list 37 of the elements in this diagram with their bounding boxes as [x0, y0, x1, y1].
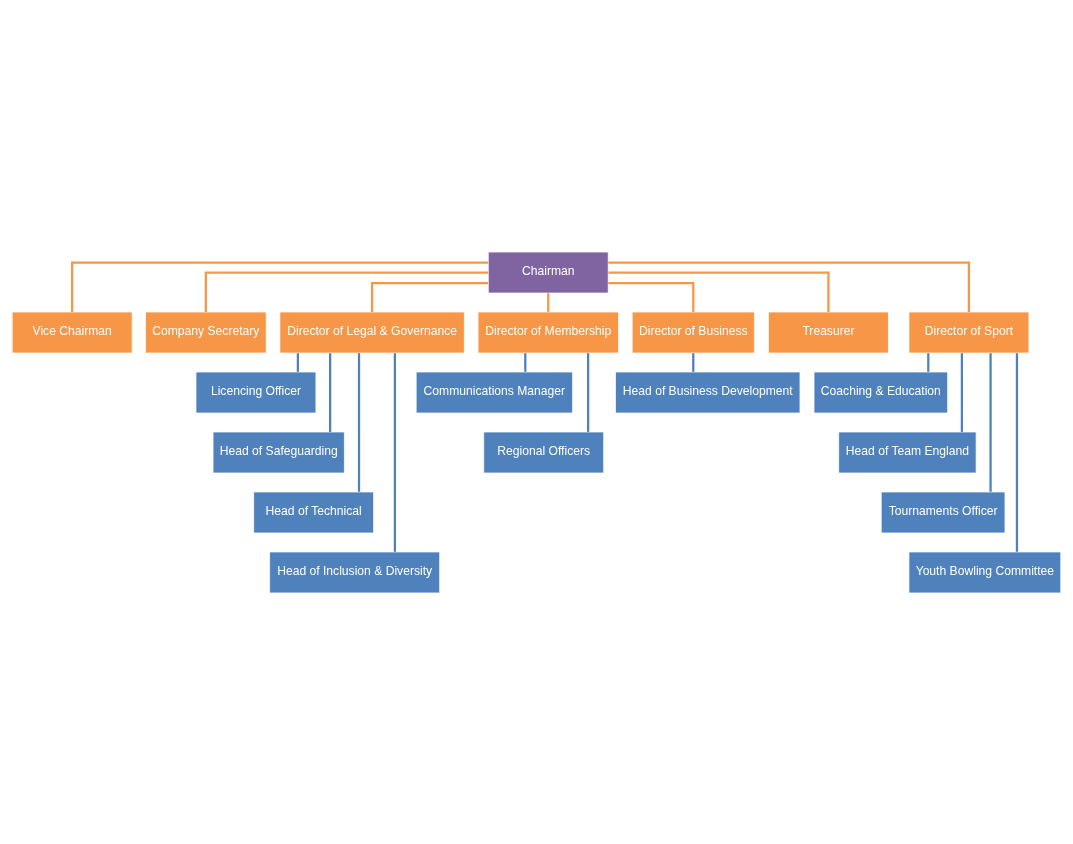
connector	[587, 352, 590, 432]
node-box: Company Secretary	[145, 311, 267, 353]
connector	[296, 352, 300, 372]
node-box: Head of Technical	[253, 491, 374, 533]
connector	[608, 281, 695, 312]
node-box: Treasurer	[768, 311, 889, 353]
connector	[370, 281, 489, 312]
node-box: Director of Business	[631, 311, 755, 353]
node-box: Head of Inclusion & Diversity	[269, 551, 441, 593]
node-box: Chairman	[487, 251, 609, 293]
node-box: Licencing Officer	[195, 371, 317, 413]
node-box: Director of Membership	[477, 311, 619, 353]
connector	[204, 270, 489, 312]
node-box: Tournaments Officer	[880, 491, 1006, 533]
connector	[547, 292, 550, 312]
connector	[1015, 352, 1019, 552]
node-box: Director of Legal & Governance	[279, 311, 465, 353]
connector	[524, 352, 527, 372]
node-box: Head of Safeguarding	[212, 431, 345, 473]
connector	[960, 352, 964, 432]
node-box: Regional Officers	[483, 431, 605, 473]
connector	[608, 270, 830, 312]
node-box: Head of Team England	[838, 431, 977, 473]
node-box: Youth Bowling Committee	[908, 551, 1062, 593]
connector	[393, 352, 397, 552]
connector	[357, 352, 361, 492]
connector	[329, 352, 332, 432]
connector	[989, 352, 992, 492]
connector	[692, 352, 695, 372]
node-box: Communications Manager	[415, 371, 573, 413]
connector	[927, 352, 930, 372]
node-box: Director of Sport	[908, 311, 1030, 353]
connector	[608, 261, 971, 312]
connector	[71, 261, 489, 312]
node-box: Head of Business Development	[615, 371, 801, 413]
node-box: Coaching & Education	[813, 371, 949, 413]
node-box: Vice Chairman	[11, 311, 133, 353]
